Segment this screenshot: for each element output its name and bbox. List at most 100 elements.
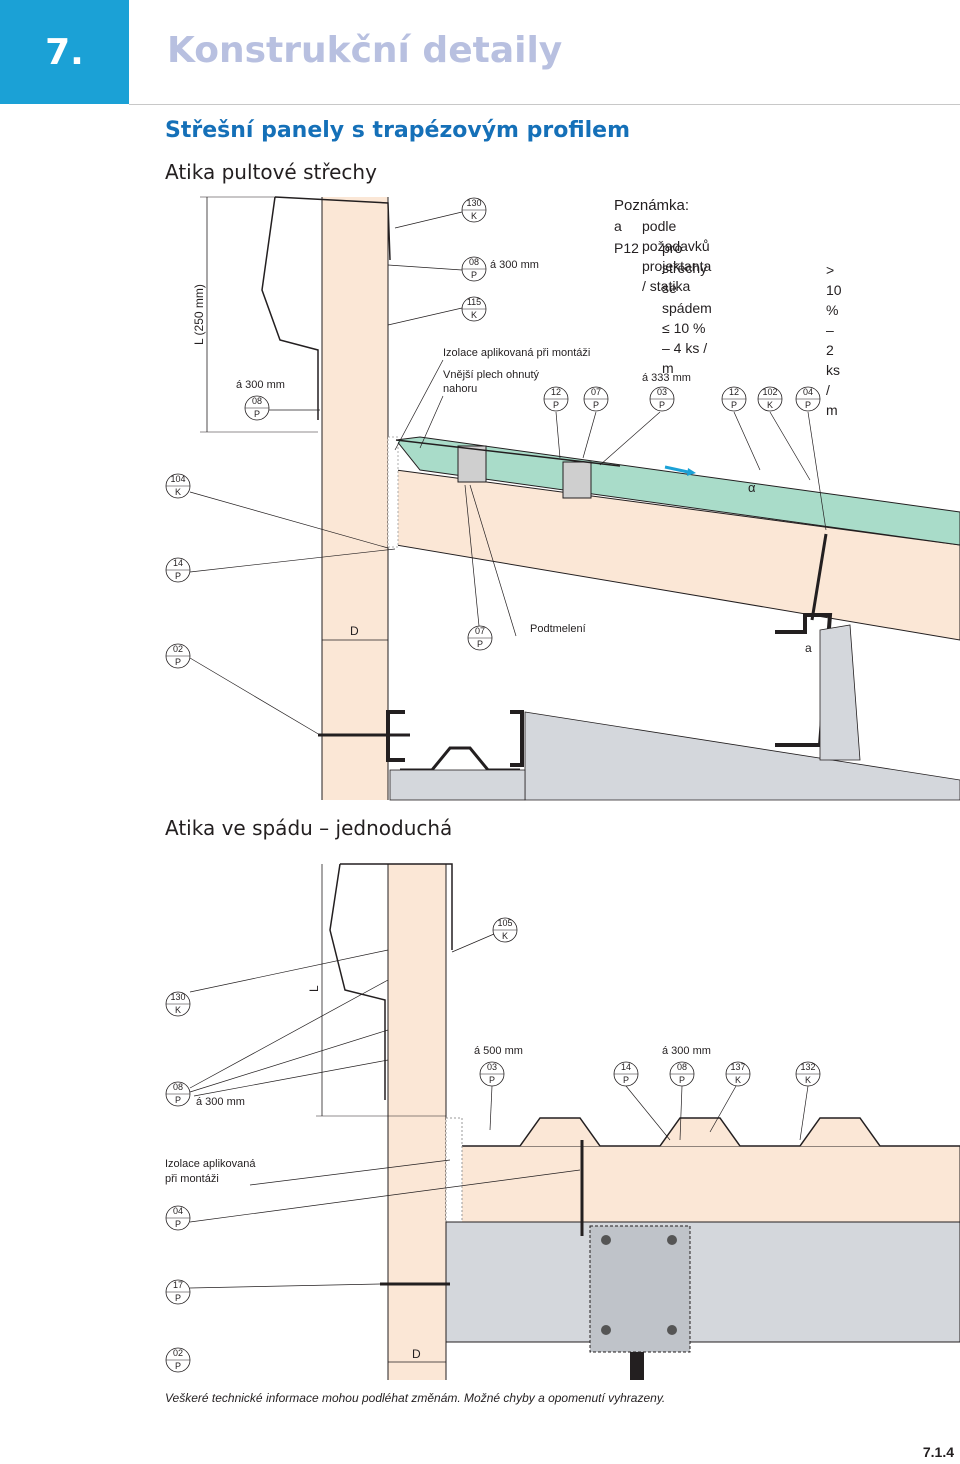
tag-03P-2: 03P (479, 1061, 505, 1087)
svg-text:K: K (471, 310, 477, 320)
izolace-label-2b: při montáži (165, 1173, 219, 1185)
tag-12P-b: 12P (721, 386, 747, 412)
chapter-title-bar: Konstrukční detaily (129, 0, 960, 105)
spacing-300-b: á 300 mm (236, 379, 285, 391)
svg-text:04: 04 (173, 1206, 183, 1216)
trapezoid-sheet (446, 1117, 960, 1147)
chapter-number: 7. (0, 0, 129, 104)
svg-text:08: 08 (252, 396, 262, 406)
z-purlin (775, 613, 833, 747)
chapter-title: Konstrukční detaily (167, 30, 563, 71)
tag-08P-top: 08P (461, 256, 487, 282)
svg-text:17: 17 (173, 1280, 183, 1290)
detail2-drawing: L D á 500 mm á 300 mm á 300 mm Izolace a… (165, 863, 960, 1380)
svg-text:132: 132 (800, 1062, 815, 1072)
podtmeleni-label: Podtmelení (530, 623, 586, 635)
tag-08P-2: 08P (165, 1081, 191, 1107)
svg-text:P: P (254, 409, 260, 419)
svg-text:P: P (471, 270, 477, 280)
svg-text:P: P (731, 400, 737, 410)
svg-text:P: P (175, 1293, 181, 1303)
svg-text:K: K (175, 1005, 181, 1015)
svg-text:P: P (175, 1095, 181, 1105)
detail1-drawing: L (250 mm) α D a á 300 mm á 300 mm á 333… (189, 196, 960, 801)
dim-L2-label: L (307, 985, 321, 992)
svg-text:K: K (735, 1075, 741, 1085)
dim-L-label: L (250 mm) (192, 284, 206, 345)
svg-text:K: K (502, 931, 508, 941)
tag-08P-3: 08P (669, 1061, 695, 1087)
spacing-300-d: á 300 mm (196, 1096, 245, 1108)
coping-flashing (261, 196, 391, 420)
vnejsi-label-2: nahoru (443, 383, 477, 395)
tag-02P-2: 02P (165, 1347, 191, 1373)
izolace-label: Izolace aplikovaná při montáži (443, 347, 590, 359)
page-number: 7.1.4 (922, 1444, 954, 1460)
svg-text:P: P (175, 657, 181, 667)
roof-panel-2 (445, 1145, 960, 1223)
tag-14P: 14P (165, 557, 191, 583)
svg-text:130: 130 (466, 198, 481, 208)
tag-07P-a: 07P (583, 386, 609, 412)
svg-text:P: P (553, 400, 559, 410)
svg-text:08: 08 (469, 257, 479, 267)
wall-panel-core (322, 197, 388, 800)
footer-disclaimer: Veškeré technické informace mohou podléh… (165, 1391, 666, 1405)
spacing-333: á 333 mm (642, 372, 691, 384)
svg-text:03: 03 (657, 387, 667, 397)
svg-text:14: 14 (173, 558, 183, 568)
note-a-key: a (614, 218, 622, 234)
detail1-title: Atika pultové střechy (165, 160, 377, 184)
svg-text:08: 08 (677, 1062, 687, 1072)
spacer-block-2 (562, 461, 592, 499)
alpha-label: α (748, 480, 756, 495)
steel-beam-2 (445, 1221, 960, 1343)
spacing-300-c: á 300 mm (662, 1045, 711, 1057)
svg-text:K: K (805, 1075, 811, 1085)
note-p12-line2: > 10 % – 2 ks / m (826, 262, 842, 418)
svg-text:02: 02 (173, 1348, 183, 1358)
tag-03P: 03P (649, 386, 675, 412)
note-a-text: podle požadavků projektanta / statika (642, 218, 712, 294)
tag-02P: 02P (165, 643, 191, 669)
joint-foam (387, 436, 399, 548)
note-p12-line1: pro střechy se spádem ≤ 10 % – 4 ks / m (662, 240, 712, 376)
svg-text:P: P (679, 1075, 685, 1085)
note-box: Poznámka: a podle požadavků projektanta /… (614, 196, 842, 418)
svg-text:07: 07 (475, 626, 485, 636)
spacer-block-1 (457, 445, 487, 483)
coping-flashing-2 (329, 863, 453, 1100)
svg-text:104: 104 (170, 474, 185, 484)
wall-panel-core-2 (388, 864, 446, 1380)
dim-a-label: a (805, 641, 812, 655)
spacing-500: á 500 mm (474, 1045, 523, 1057)
note-p12-key: P12 (614, 240, 639, 256)
tag-17P: 17P (165, 1279, 191, 1305)
section-title: Střešní panely s trapézovým profilem (165, 118, 631, 143)
svg-text:P: P (805, 400, 811, 410)
svg-text:105: 105 (497, 918, 512, 928)
svg-text:115: 115 (467, 297, 481, 307)
svg-text:P: P (175, 1361, 181, 1371)
tag-07P-b: 07P (467, 625, 493, 651)
svg-text:P: P (175, 571, 181, 581)
note-title: Poznámka: (614, 197, 690, 214)
svg-text:03: 03 (487, 1062, 497, 1072)
svg-text:P: P (489, 1075, 495, 1085)
roof-insulation (395, 436, 960, 546)
detail2-title: Atika ve spádu – jednoduchá (165, 816, 453, 840)
svg-text:102: 102 (762, 387, 777, 397)
tag-12P-a: 12P (543, 386, 569, 412)
svg-text:08: 08 (173, 1082, 183, 1092)
svg-text:K: K (471, 211, 477, 221)
svg-text:12: 12 (551, 387, 561, 397)
svg-text:04: 04 (803, 387, 813, 397)
svg-text:12: 12 (729, 387, 739, 397)
svg-text:P: P (175, 1219, 181, 1229)
svg-text:P: P (659, 400, 665, 410)
